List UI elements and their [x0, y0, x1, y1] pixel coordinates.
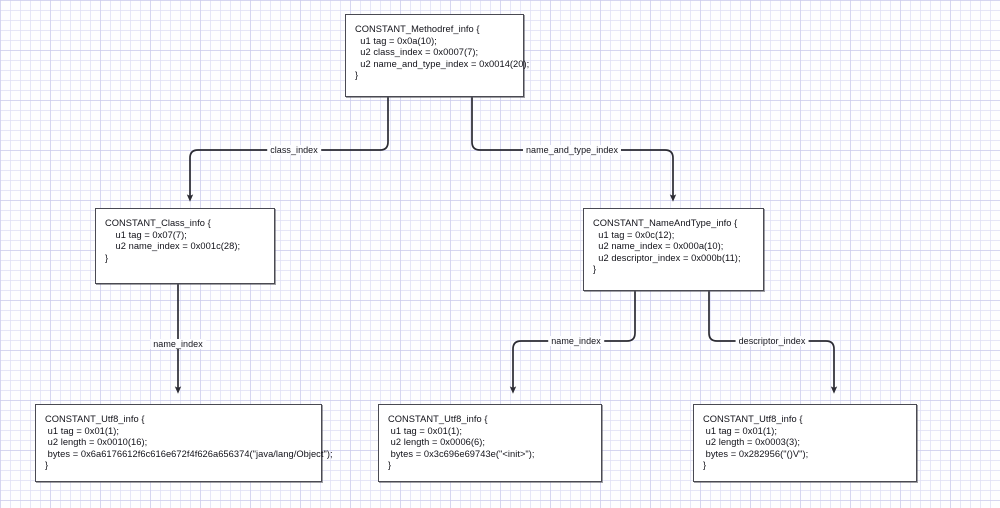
edge-label-descriptor-index: descriptor_index: [735, 336, 809, 346]
node-utf8-voiddesc-text: CONSTANT_Utf8_info { u1 tag = 0x01(1); u…: [703, 414, 809, 471]
node-constant-utf8-info-init[interactable]: CONSTANT_Utf8_info { u1 tag = 0x01(1); u…: [378, 404, 602, 482]
edge-label-class-index: class_index: [267, 145, 321, 155]
node-constant-utf8-info-void-descriptor[interactable]: CONSTANT_Utf8_info { u1 tag = 0x01(1); u…: [693, 404, 917, 482]
node-methodref-text: CONSTANT_Methodref_info { u1 tag = 0x0a(…: [355, 24, 530, 81]
node-constant-utf8-info-java-lang-object[interactable]: CONSTANT_Utf8_info { u1 tag = 0x01(1); u…: [35, 404, 333, 482]
edge-label-name-index-nat: name_index: [548, 336, 604, 346]
node-constant-methodref-info[interactable]: CONSTANT_Methodref_info { u1 tag = 0x0a(…: [345, 14, 530, 97]
edge-label-name-index-class: name_index: [150, 339, 206, 349]
node-utf8-object-text: CONSTANT_Utf8_info { u1 tag = 0x01(1); u…: [45, 414, 333, 471]
node-constant-class-info[interactable]: CONSTANT_Class_info { u1 tag = 0x07(7); …: [95, 208, 275, 284]
node-constant-nameandtype-info[interactable]: CONSTANT_NameAndType_info { u1 tag = 0x0…: [583, 208, 764, 291]
edge-label-name-and-type-index: name_and_type_index: [522, 145, 622, 155]
node-class-info-text: CONSTANT_Class_info { u1 tag = 0x07(7); …: [105, 218, 241, 263]
node-utf8-init-text: CONSTANT_Utf8_info { u1 tag = 0x01(1); u…: [388, 414, 535, 471]
node-nameandtype-text: CONSTANT_NameAndType_info { u1 tag = 0x0…: [593, 218, 741, 275]
